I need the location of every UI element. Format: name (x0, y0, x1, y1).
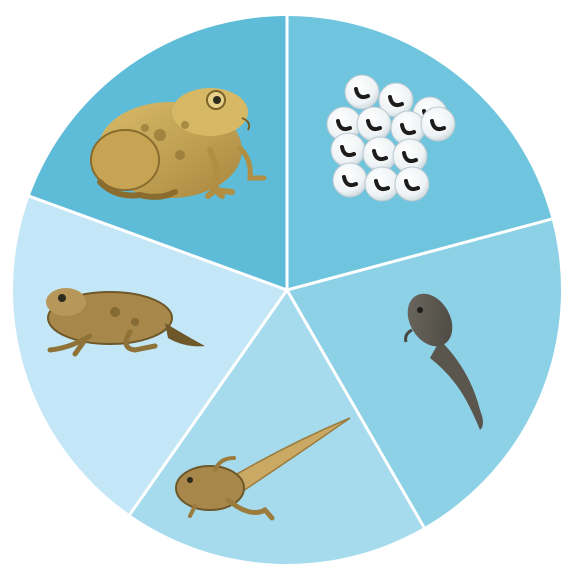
egg (331, 133, 365, 167)
egg (395, 167, 429, 201)
egg (345, 75, 379, 109)
egg (333, 163, 367, 197)
egg (365, 167, 399, 201)
egg (357, 107, 391, 141)
egg (421, 107, 455, 141)
egg (363, 137, 397, 171)
